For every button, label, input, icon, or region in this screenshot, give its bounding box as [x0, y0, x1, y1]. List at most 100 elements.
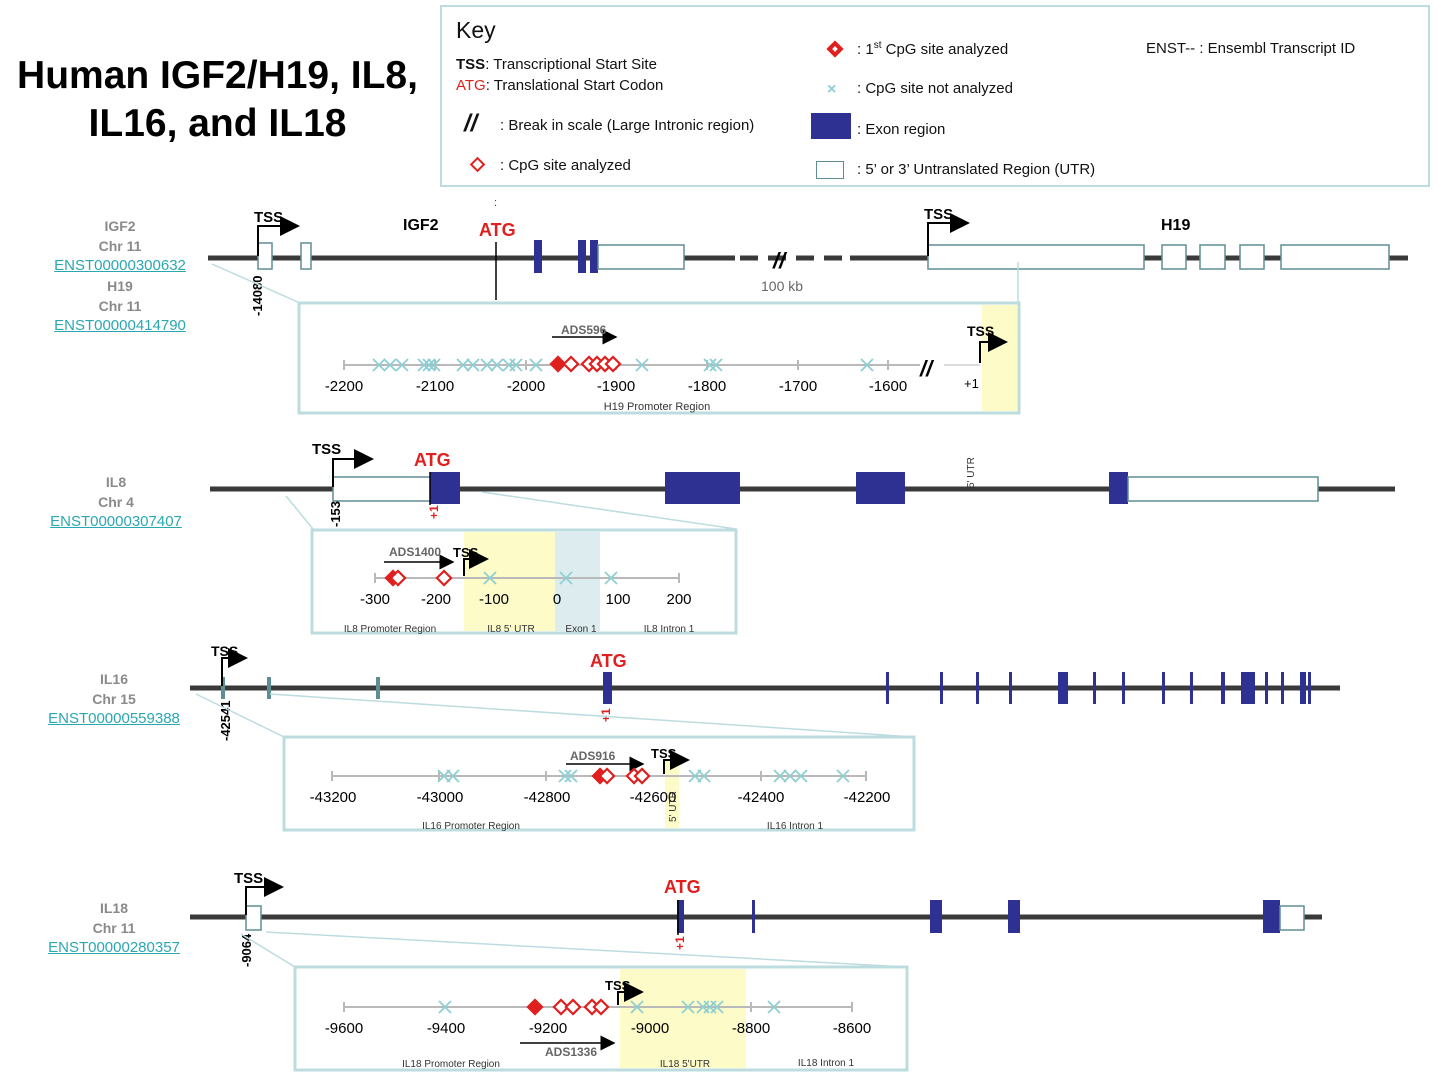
- not-analyzed-cpg: [604, 571, 618, 585]
- igf2-tss-arrow: [257, 216, 300, 256]
- scale-label: 100 kb: [761, 278, 803, 294]
- tick-label: -1700: [779, 378, 817, 395]
- il18-exon-2: [752, 900, 755, 933]
- tick-label: -9400: [427, 1020, 465, 1037]
- ads596-label: ADS596: [561, 323, 607, 337]
- il16-exon: [1122, 672, 1125, 704]
- region-label: IL16 Promoter Region: [422, 821, 520, 832]
- tick-label: -42400: [738, 789, 785, 806]
- region-label: IL16 Intron 1: [767, 821, 824, 832]
- il18-ensembl-link[interactable]: ENST00000280357: [48, 939, 180, 956]
- not-analyzed-cpg: [836, 769, 850, 783]
- key-cpg-analyzed: : CpG site analyzed: [500, 157, 631, 174]
- exon-icon: [811, 113, 851, 139]
- il18-chr: Chr 11: [92, 920, 136, 936]
- il16-atg-label: ATG: [590, 651, 627, 671]
- il18-inset-tss-label: TSS: [605, 978, 631, 993]
- il8-tss-position: -153: [328, 501, 343, 527]
- not-analyzed-cpg: [529, 358, 543, 372]
- il18-inset-region-labels: IL18 Promoter Region IL18 5'UTR IL18 Int…: [402, 1058, 854, 1070]
- analyzed-cpg: [562, 355, 580, 373]
- igf2-name: IGF2: [104, 218, 136, 234]
- tick-label: -2000: [507, 378, 545, 395]
- il18-utr-5: [245, 905, 262, 931]
- key-tss: TSS: Transcriptional Start Site: [456, 56, 657, 73]
- tick-label: -300: [360, 591, 390, 608]
- h19-inset-tss-arrow: [979, 332, 1008, 363]
- il8-atg-label: ATG: [414, 450, 451, 470]
- title-line-1: Human IGF2/H19, IL8,: [17, 54, 418, 97]
- not-analyzed-cpg: [630, 1000, 644, 1014]
- not-analyzed-cpg: [417, 358, 431, 372]
- il8-inset-region-labels: IL8 Promoter Region IL8 5' UTR Exon 1 IL…: [344, 624, 695, 635]
- tick-label: 200: [666, 591, 691, 608]
- analyzed-cpg: [592, 998, 610, 1016]
- il18-inset-utr-shade: [620, 969, 746, 1068]
- region-label: Exon 1: [565, 624, 597, 635]
- h19-ensembl-link[interactable]: ENST00000414790: [54, 317, 186, 334]
- il16-utr-1: [221, 677, 225, 699]
- il16-exon: [1281, 672, 1284, 704]
- not-analyzed-cpg: [383, 358, 397, 372]
- not-analyzed-cpg: [681, 1000, 695, 1014]
- il8-inset-utr-shade: [464, 532, 555, 631]
- il16-ensembl-link[interactable]: ENST00000559388: [48, 710, 180, 727]
- il16-inset-utr-label: 5' UTR: [668, 791, 679, 822]
- il18-not-analyzed-cpgs: [438, 1000, 781, 1014]
- tick-label: -1600: [869, 378, 907, 395]
- igf2-exon-2: [578, 240, 586, 273]
- il18-exon-1: [677, 900, 684, 933]
- not-analyzed-cpg: [564, 769, 578, 783]
- igf2-utr-3: [597, 244, 685, 270]
- region-label: IL8 Intron 1: [644, 624, 695, 635]
- not-analyzed-cpg: [466, 358, 480, 372]
- key-box: Key TSS: Transcriptional Start Site ATG:…: [440, 5, 1430, 187]
- il18-name: IL18: [99, 900, 128, 916]
- il8-ensembl-link[interactable]: ENST00000307407: [50, 513, 182, 530]
- not-analyzed-cpg: [480, 358, 494, 372]
- il8-exon-3: [856, 472, 905, 504]
- ads916-label: ADS916: [570, 749, 616, 763]
- analyzed-cpg: [564, 998, 582, 1016]
- not-analyzed-cpg: [509, 358, 523, 372]
- first-cpg-site: [526, 998, 544, 1016]
- il18-analyzed-cpgs: [526, 998, 610, 1016]
- not-analyzed-cpg: [438, 1000, 452, 1014]
- key-first-cpg-sup: st: [873, 40, 882, 51]
- key-enst: ENST-- : Ensembl Transcript ID: [1146, 40, 1356, 57]
- h19-analyzed-cpgs: [549, 355, 622, 373]
- il16-inset-tick-labels: -43200 -43000 -42800 -42600 -42400 -4220…: [310, 789, 891, 806]
- utr-icon: [816, 161, 844, 179]
- il8-inset-tick-labels: -300 -200 -100 0 100 200: [360, 591, 692, 608]
- il16-tss-arrow: [221, 648, 248, 686]
- il16-plus1: +1: [599, 708, 613, 722]
- il16-exon: [1162, 672, 1165, 704]
- not-analyzed-cpg: [456, 358, 470, 372]
- analyzed-cpg: [633, 767, 651, 785]
- il8-not-analyzed-cpgs: [483, 571, 618, 585]
- h19-chr: Chr 11: [98, 298, 142, 314]
- region-label: IL8 5' UTR: [487, 624, 534, 635]
- not-analyzed-cpg: [767, 1000, 781, 1014]
- analyzed-cpg: [435, 569, 453, 587]
- il16-exon: [976, 672, 979, 704]
- il18-atg-label: ATG: [664, 877, 701, 897]
- il8-utr-5: [332, 476, 432, 502]
- igf2-ensembl-link[interactable]: ENST00000300632: [54, 257, 186, 274]
- tick-label: 0: [553, 591, 561, 608]
- h19-inset-plus1: +1: [964, 376, 979, 391]
- il18-inset-box: [293, 965, 909, 1072]
- not-analyzed-cpg: [710, 1000, 724, 1014]
- not-analyzed-cpg: [558, 769, 572, 783]
- il16-exons: [886, 672, 1311, 704]
- il16-exon: [1241, 672, 1255, 704]
- key-atg-abbr: ATG: [456, 77, 486, 94]
- page-title: Human IGF2/H19, IL8, IL16, and IL18: [0, 52, 435, 148]
- tick-label: -43000: [417, 789, 464, 806]
- il18-utr-3: [1279, 905, 1305, 931]
- break-icon: //: [464, 110, 478, 137]
- il16-exon: [1058, 672, 1068, 704]
- not-analyzed-icon: ×: [827, 81, 837, 98]
- il8-utr-3: [1127, 476, 1319, 502]
- key-utr: : 5’ or 3’ Untranslated Region (UTR): [857, 161, 1096, 178]
